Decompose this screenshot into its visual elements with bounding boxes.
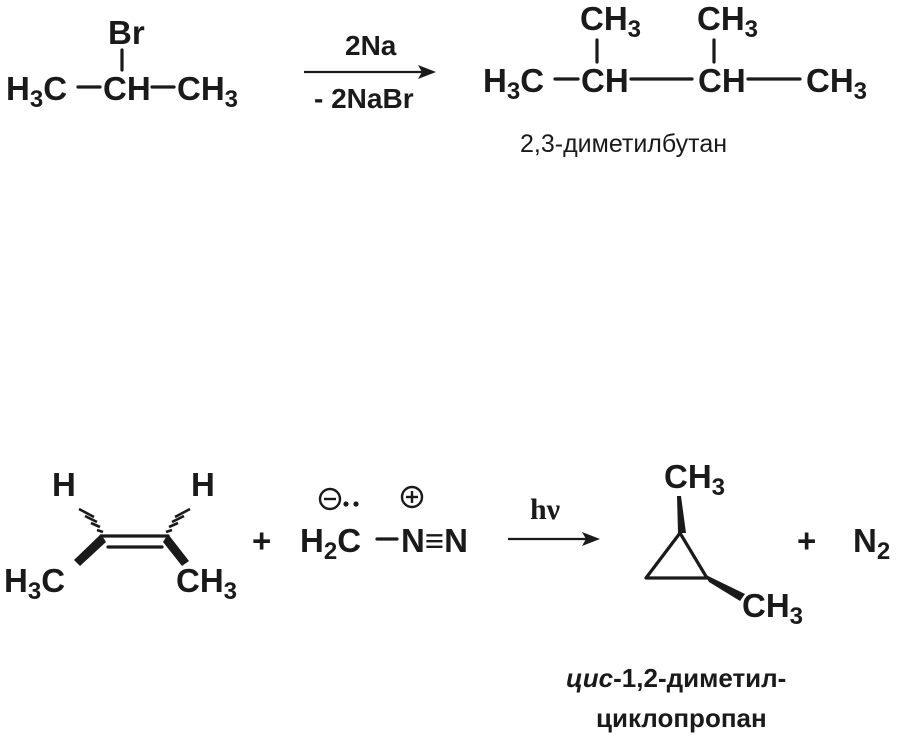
methyl-left-label: H3C [4, 562, 65, 605]
h-left-label: H [52, 466, 76, 503]
product-2-3-dimethylbutane: CH3 CH3 H3C CH CH CH3 2,3-диметилбутан [483, 0, 867, 158]
top-methyl-label: CH3 [664, 458, 725, 501]
bottom-methyl-label: CH3 [742, 587, 803, 630]
reaction1: Br H3C CH CH3 2Na - 2NaBr CH3 CH3 H3C CH… [6, 0, 867, 158]
hashed-wedge-left [78, 507, 104, 534]
lone-pair-dot-2 [353, 501, 359, 507]
methyl-right-label: CH3 [177, 70, 238, 113]
reaction-arrow-2: hν [508, 493, 600, 546]
positive-charge-icon [400, 485, 424, 509]
nitrogen-byproduct: N2 [853, 522, 890, 565]
wedge-bond-bottom [704, 574, 745, 601]
hashed-wedge-right [165, 507, 191, 534]
reagent-above-label: 2Na [345, 30, 397, 61]
diazomethane: H2C N≡N [300, 485, 468, 565]
ch-center-2-label: CH [698, 62, 746, 99]
alkene-cis-2-butene: H H H3C CH3 [4, 466, 237, 605]
reaction-arrow-1: 2Na - 2NaBr [304, 30, 436, 114]
bromine-label: Br [108, 14, 145, 51]
methyl-left-label: H3C [6, 70, 67, 113]
wedge-bond-left [74, 534, 106, 566]
reactant-2-bromopropane: Br H3C CH CH3 [6, 14, 238, 113]
product-name-line-2: циклопропан [596, 703, 767, 733]
product-name: 2,3-диметилбутан [520, 130, 727, 158]
h2c-label: H2C [300, 522, 361, 565]
reaction2: H H H3C CH3 + [4, 458, 890, 733]
methyl-right-label: CH3 [176, 562, 237, 605]
product-cis-dimethylcyclopropane: CH3 CH3 цис-1,2-диметил- циклопропан [566, 458, 803, 733]
arrowhead [582, 532, 600, 546]
arrowhead [418, 65, 436, 79]
n-n-label: N≡N [401, 522, 468, 559]
methyl-branch-1-label: CH3 [580, 0, 641, 43]
wedge-bond-right [163, 534, 189, 566]
central-ch-label: CH [103, 70, 151, 107]
lone-pair-dot-1 [343, 501, 349, 507]
hv-label: hν [530, 493, 561, 526]
cyclopropane-ring [644, 531, 709, 580]
methyl-branch-2-label: CH3 [697, 0, 758, 43]
methyl-right-label: CH3 [806, 62, 867, 105]
h-right-label: H [191, 466, 215, 503]
wedge-bond-top [677, 496, 686, 533]
plus-sign-1: + [252, 522, 271, 559]
plus-sign-2: + [797, 522, 816, 559]
reagent-below-label: - 2NaBr [314, 83, 414, 114]
negative-charge-icon [318, 487, 342, 511]
product-name-line-1: цис-1,2-диметил- [566, 663, 786, 693]
ch-center-1-label: CH [581, 62, 629, 99]
methyl-left-label: H3C [483, 62, 544, 105]
